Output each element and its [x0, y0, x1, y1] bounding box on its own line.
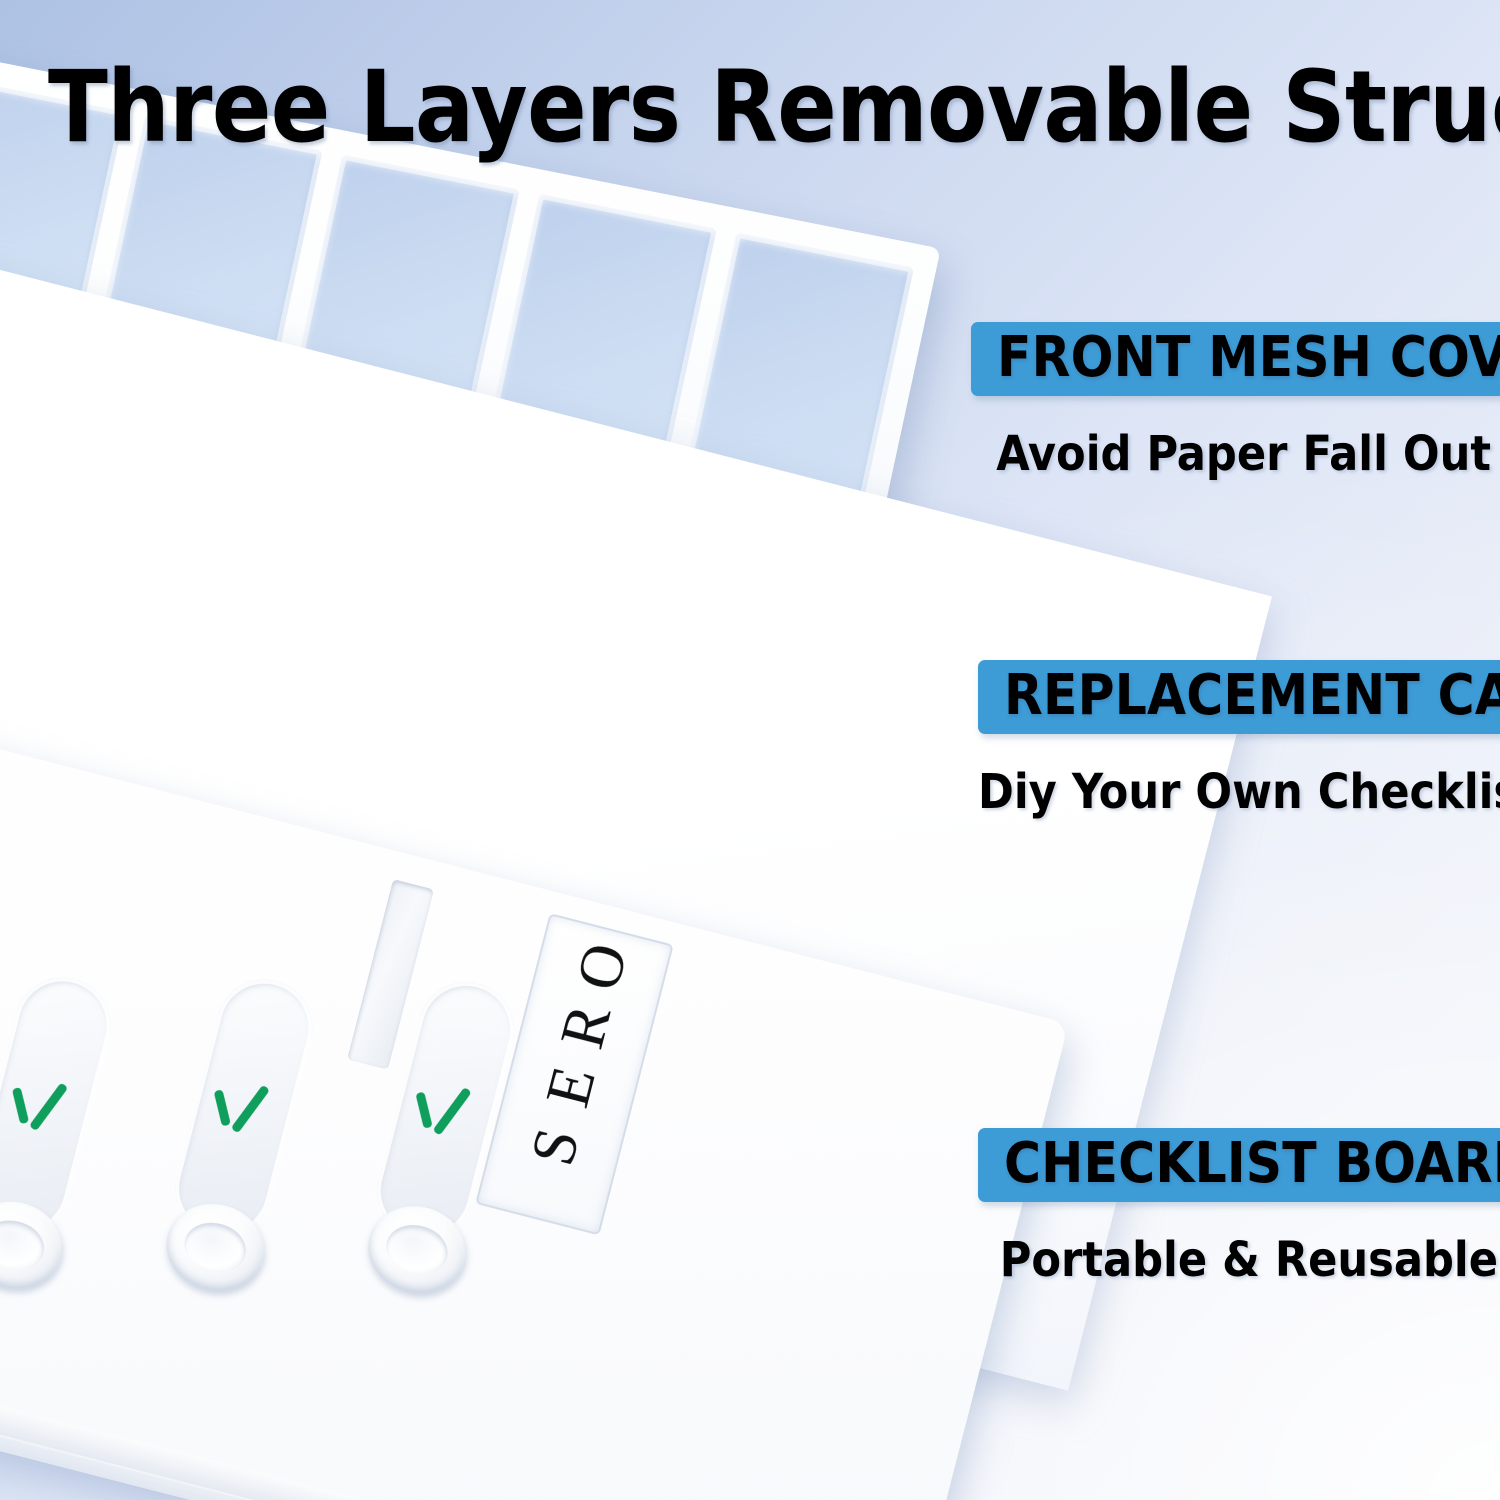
board-edge-front [0, 1271, 911, 1500]
checklist-slider[interactable] [0, 966, 121, 1299]
callout-replacement-card: REPLACEMENT CARD Diy Your Own Checklist [978, 660, 1500, 820]
slider-knob[interactable] [0, 1191, 72, 1299]
board-label-strip: O R E S [475, 913, 674, 1236]
label-strip-letter: S [518, 1121, 593, 1172]
label-strip-letter: O [563, 936, 641, 997]
page-title: Three Layers Removable Structure [48, 50, 1500, 165]
board-edge-back [0, 1298, 904, 1500]
check-icon [207, 1085, 276, 1145]
callout-band-label: CHECKLIST BOARD [1004, 1131, 1500, 1196]
check-icon [6, 1082, 75, 1142]
label-strip-letter: R [548, 998, 625, 1056]
slider-knob[interactable] [156, 1193, 274, 1302]
callout-band-label: FRONT MESH COVER [997, 325, 1500, 390]
callout-band-label: REPLACEMENT CARD [1004, 663, 1500, 728]
callout-subtitle: Portable & Reusable [999, 1232, 1498, 1288]
label-strip-letter: E [533, 1059, 609, 1114]
callout-checklist-board: CHECKLIST BOARD Portable & Reusable [978, 1128, 1500, 1288]
check-icon [409, 1087, 478, 1147]
callout-band: FRONT MESH COVER [971, 322, 1500, 396]
callout-band: REPLACEMENT CARD [978, 660, 1500, 734]
callout-subtitle: Diy Your Own Checklist [978, 764, 1500, 820]
callout-band: CHECKLIST BOARD [978, 1128, 1500, 1202]
checklist-slider[interactable] [156, 969, 323, 1302]
slider-knob[interactable] [358, 1195, 476, 1304]
callout-front-mesh-cover: FRONT MESH COVER Avoid Paper Fall Out [971, 322, 1500, 482]
callout-subtitle: Avoid Paper Fall Out [996, 426, 1491, 482]
